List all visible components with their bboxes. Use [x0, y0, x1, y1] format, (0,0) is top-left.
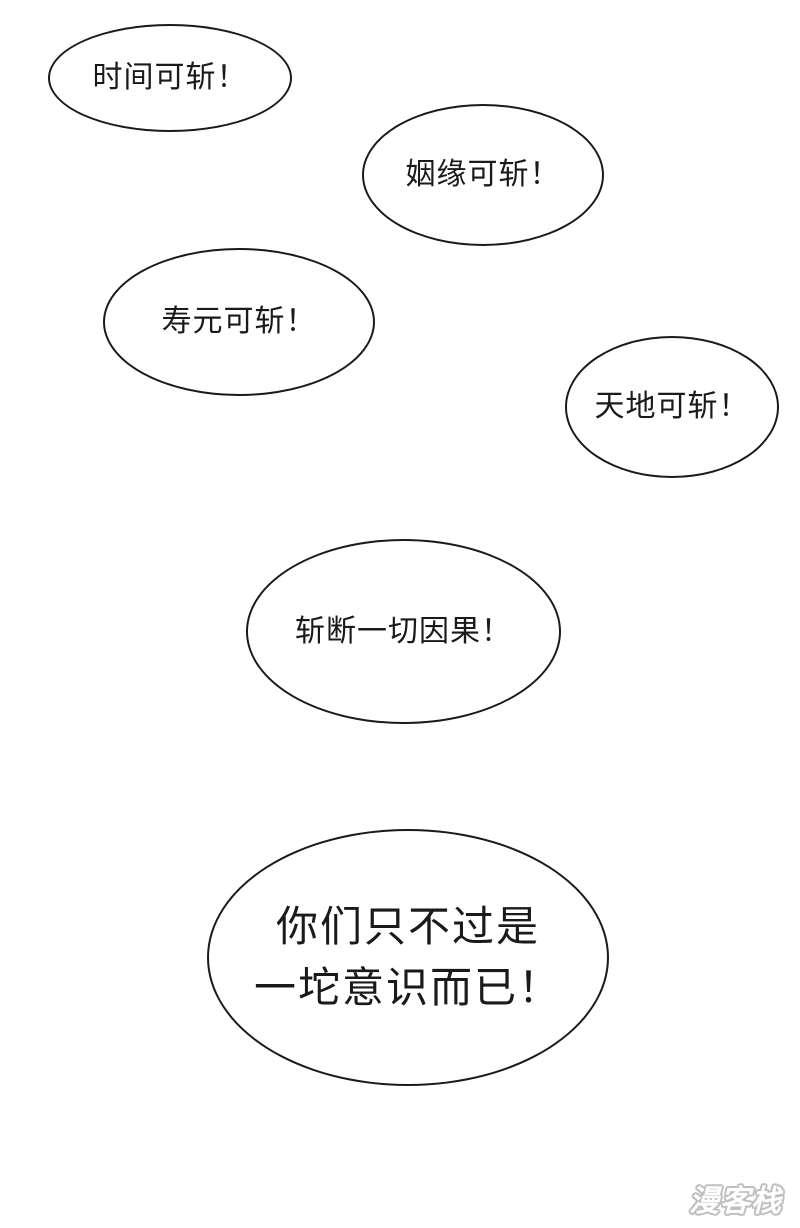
bubble-5-text: 斩断一切因果！ [295, 613, 512, 649]
bubble-1-text: 时间可斩！ [92, 60, 248, 95]
bubble-6-line-2: 一坨意识而已！ [253, 962, 562, 1012]
speech-bubble-2: 姻缘可斩！ [362, 104, 604, 246]
speech-bubble-1: 时间可斩！ [48, 24, 292, 132]
bubble-3-text: 寿元可斩！ [161, 304, 317, 339]
bubble-6-line-1: 你们只不过是 [275, 901, 540, 951]
watermark-logo: 漫客栈 [689, 1184, 782, 1219]
speech-bubble-5: 斩断一切因果！ [246, 539, 561, 724]
speech-bubble-3: 寿元可斩！ [103, 248, 375, 396]
bubble-2-text: 姻缘可斩！ [405, 157, 561, 192]
speech-bubble-4: 天地可斩！ [565, 336, 779, 478]
bubble-6-text: 你们只不过是 一坨意识而已！ [254, 897, 562, 1019]
speech-bubble-6: 你们只不过是 一坨意识而已！ [207, 829, 609, 1086]
bubble-4-text: 天地可斩！ [594, 389, 750, 424]
